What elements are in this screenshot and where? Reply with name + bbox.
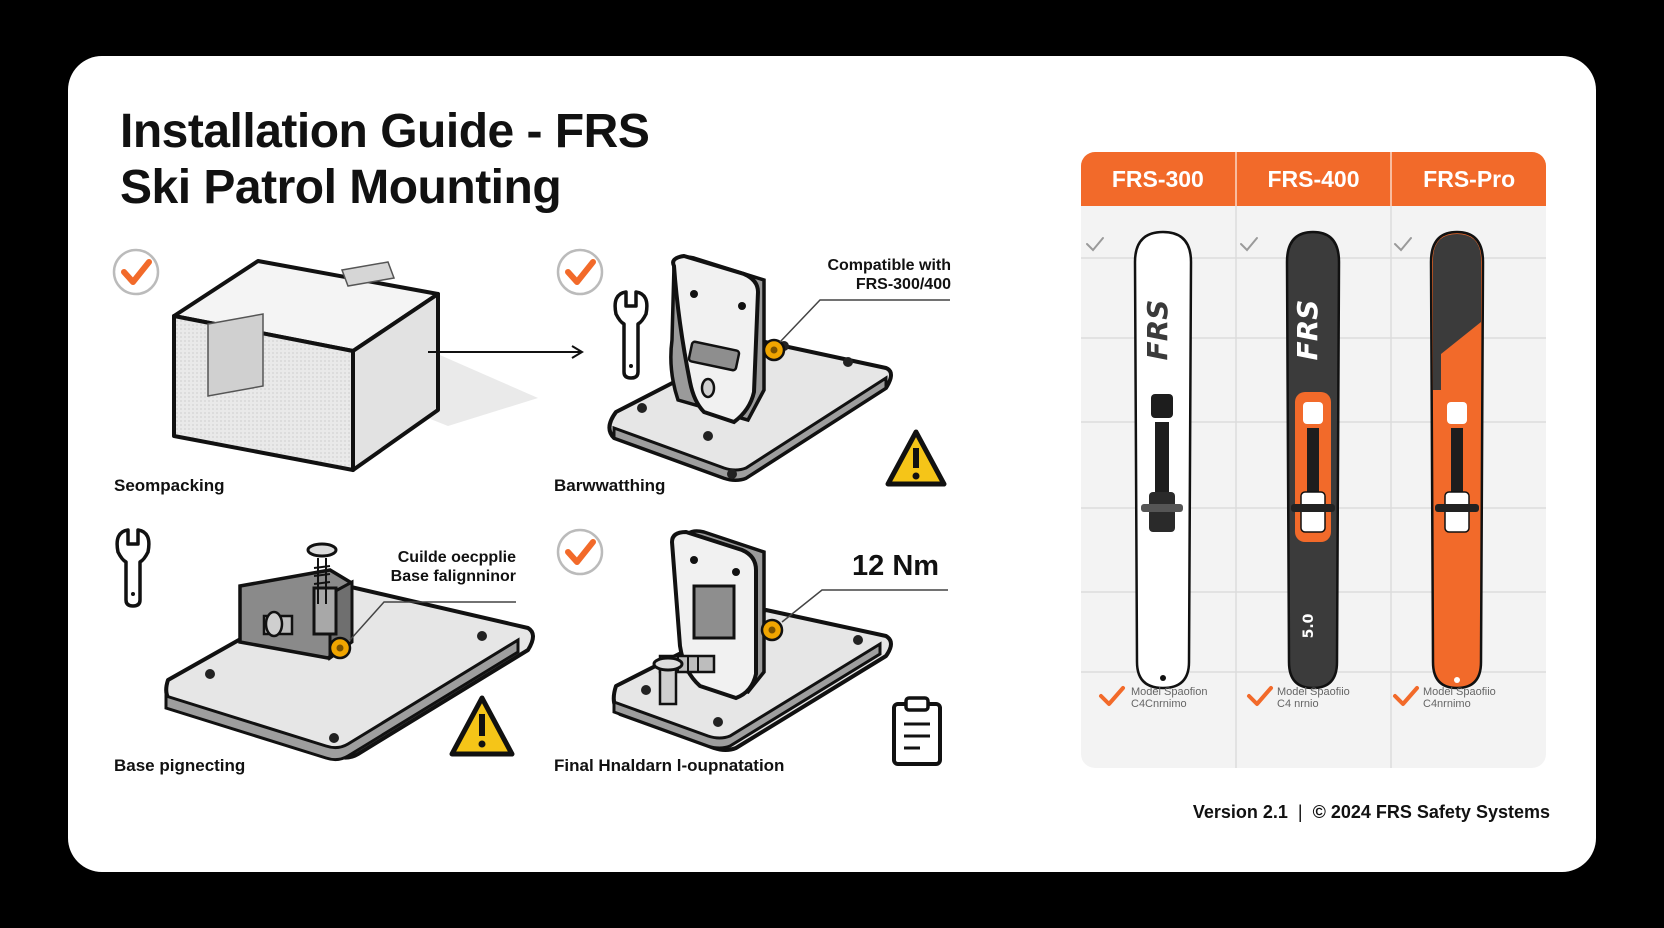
ski-frs-400: FRS 5.0 <box>1285 230 1341 690</box>
page-title: Installation Guide - FRS Ski Patrol Moun… <box>120 104 650 216</box>
step-label-base: Base pignecting <box>114 756 246 775</box>
step-label-unpacking: Seompacking <box>114 476 225 495</box>
spec-line: Model Spaofion <box>1131 686 1208 698</box>
ski-frs-pro <box>1429 230 1485 690</box>
final-bracket-assembly <box>611 529 948 752</box>
clipboard-icon <box>892 696 942 766</box>
footer: Version 2.1 | © 2024 FRS Safety Systems <box>1193 802 1550 823</box>
spec-line: Model Spaofiio <box>1277 686 1350 698</box>
base-plate-assembly <box>164 542 535 762</box>
callout-line: FRS-300/400 <box>855 276 951 293</box>
callout-line: Cuilde oecpplie <box>397 549 516 566</box>
callout-line: Compatible with <box>827 257 951 274</box>
alignment-callout: Cuilde oecpplie Base falignninor <box>391 548 516 586</box>
checkmark-icon <box>1086 237 1412 252</box>
wrench-icon <box>613 290 649 380</box>
ski-comparison-graphic: FRS FRS 5.0 <box>1081 206 1546 768</box>
comparison-header: FRS-300 FRS-400 FRS-Pro <box>1081 152 1546 206</box>
column-title-frs-400: FRS-400 <box>1237 152 1393 206</box>
check-circle-icon <box>556 528 604 576</box>
callout-line: Base falignninor <box>390 568 516 585</box>
check-circle-icon <box>556 248 604 296</box>
spec-line: C4Cnrnimo <box>1131 698 1187 710</box>
step-label-final: Final Hnaldarn l-oupnatation <box>554 756 785 775</box>
installation-illustrations <box>112 248 950 766</box>
ski-frs-300: FRS <box>1133 230 1193 690</box>
model-comparison-panel: FRS-300 FRS-400 FRS-Pro <box>1081 152 1546 768</box>
version-text: Version 2.1 <box>1192 802 1288 822</box>
ski-marking-text: 5.0 <box>1301 613 1317 638</box>
spec-line: Model Spaofiio <box>1423 686 1496 698</box>
warning-icon <box>449 695 515 757</box>
ski-brand-text: FRS <box>1291 300 1324 361</box>
wrench-icon <box>115 528 151 608</box>
warning-icon <box>885 429 947 487</box>
step-label-bracket: Barwwatthing <box>554 476 666 495</box>
column-title-frs-pro: FRS-Pro <box>1423 166 1516 192</box>
spec-frs-pro: Model Spaofiio C4nrnimo <box>1423 686 1496 710</box>
checkmark-icon <box>1099 686 1419 706</box>
spec-frs-300: Model Spaofion C4Cnrnimo <box>1131 686 1207 710</box>
spec-line: C4nrnimo <box>1423 698 1471 710</box>
footer-separator: | <box>1297 802 1303 822</box>
title-line-2: Ski Patrol Mounting <box>120 161 562 214</box>
title-line-1: Installation Guide - FRS <box>120 105 650 158</box>
mounting-bracket <box>607 253 950 482</box>
guide-card: Installation Guide - FRS Ski Patrol Moun… <box>68 56 1596 872</box>
ski-brand-text: FRS <box>1141 300 1174 361</box>
copyright-text: © 2024 FRS Safety Systems <box>1312 802 1550 822</box>
spec-frs-400: Model Spaofiio C4 nrnio <box>1277 686 1350 710</box>
column-title-frs-300: FRS-300 <box>1081 152 1237 206</box>
compatibility-callout: Compatible with FRS-300/400 <box>827 256 951 294</box>
package-box <box>172 259 584 472</box>
spec-line: C4 nrnio <box>1277 698 1319 710</box>
torque-value: 12 Nm <box>852 550 940 582</box>
check-circle-icon <box>112 248 160 296</box>
